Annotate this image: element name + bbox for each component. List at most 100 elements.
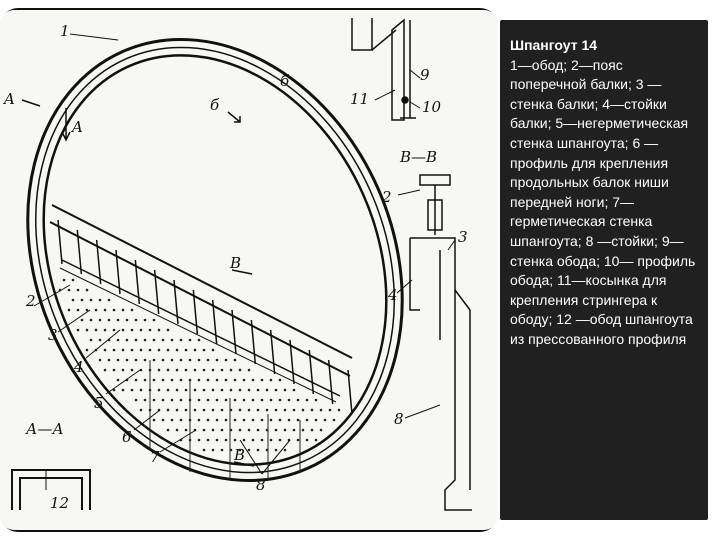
rivet-dot (157, 328, 161, 332)
rivet-dot (256, 448, 260, 452)
rivet-dot (179, 358, 183, 362)
rivet-dot (170, 418, 174, 422)
rivet-dot (139, 348, 143, 352)
rivet-dot (251, 438, 255, 442)
rivet-dot (247, 388, 251, 392)
rivet-dot (319, 408, 323, 412)
rivet-dot (157, 348, 161, 352)
label-9: 9 (420, 66, 430, 84)
rivet-dot (260, 398, 264, 402)
rivet-dot (121, 388, 125, 392)
rivet-dot (139, 388, 143, 392)
beam-post (115, 249, 121, 295)
rivet-dot (211, 408, 215, 412)
rivet-dot (319, 428, 323, 432)
rivet-dot (143, 398, 147, 402)
label-8-right: 8 (394, 410, 404, 428)
rivet-dot (229, 368, 233, 372)
rivet-dot (202, 448, 206, 452)
beam-post (250, 319, 257, 365)
rivet-dot (197, 358, 201, 362)
rivet-dot (242, 398, 246, 402)
rivet-dot (233, 438, 237, 442)
label-2-right: 2 (381, 188, 392, 206)
label-b-right: б (280, 72, 290, 90)
label-3: 3 (48, 326, 58, 344)
rivet-dot (274, 388, 278, 392)
beam-posts (57, 219, 353, 415)
rivet-dot (71, 298, 75, 302)
rivet-dot (184, 428, 188, 432)
caption-text: Шпангоут 14 1—обод; 2—пояс поперечной ба… (510, 36, 702, 350)
caption-title: Шпангоут 14 (510, 37, 598, 53)
rim (26, 37, 404, 483)
label-7: 7 (150, 448, 160, 466)
rivet-dot (305, 398, 309, 402)
rivet-dot (256, 388, 260, 392)
rivet-dot (238, 408, 242, 412)
rivet-dot (161, 418, 165, 422)
rivet-dot (206, 378, 210, 382)
rivet-dot (175, 348, 179, 352)
rivet-dot (166, 328, 170, 332)
label-8: 8 (256, 476, 266, 494)
beam-post (211, 299, 218, 345)
label-b-left: б (210, 96, 220, 114)
rivet-dot (130, 368, 134, 372)
rivet-dot (274, 428, 278, 432)
rivet-dot (98, 338, 102, 342)
rivet-dot (283, 448, 287, 452)
rivet-dot (179, 338, 183, 342)
rivet-dot (193, 368, 197, 372)
rivet-dot (247, 428, 251, 432)
rivet-dot (260, 418, 264, 422)
frame-schematic: 1 2 3 4 5 6 7 8 9 10 11 12 б б A A В В В… (2, 18, 472, 512)
rivet-dot (233, 358, 237, 362)
rivet-dot (274, 408, 278, 412)
rivet-dot (116, 358, 120, 362)
rivet-dot (292, 388, 296, 392)
rivet-dot (107, 298, 111, 302)
rivet-dot (85, 328, 89, 332)
rivet-dot (287, 418, 291, 422)
rivet-dot (305, 438, 309, 442)
rivet-dot (296, 418, 300, 422)
rivet-dot (116, 338, 120, 342)
rivet-dot (202, 428, 206, 432)
rivet-dot (148, 328, 152, 332)
rivet-dot (130, 348, 134, 352)
rivet-dot (233, 418, 237, 422)
cross-beam (49, 204, 353, 403)
rivet-dot (143, 318, 147, 322)
rivet-dot (242, 438, 246, 442)
rivet-dot (152, 338, 156, 342)
rivet-dot (89, 318, 93, 322)
rivet-dot (314, 418, 318, 422)
rivet-dot (130, 388, 134, 392)
label-a-arrow: A (70, 118, 83, 136)
rivet-dot (220, 368, 224, 372)
rivet-dot (332, 418, 336, 422)
rivet-dot (161, 358, 165, 362)
rivet-dot (116, 318, 120, 322)
rivet-dot (193, 408, 197, 412)
rivet-dot (256, 428, 260, 432)
rivet-dot (197, 398, 201, 402)
rivet-dot (206, 358, 210, 362)
label-3-right: 3 (458, 228, 468, 246)
rivet-dot (103, 368, 107, 372)
rivet-dot (134, 398, 138, 402)
rivet-dot (314, 438, 318, 442)
beam-post (347, 369, 353, 415)
rivet-dot (292, 428, 296, 432)
rivet-dot (85, 348, 89, 352)
rivet-dot (184, 408, 188, 412)
rivet-dot (143, 358, 147, 362)
rivet-dot (247, 448, 251, 452)
rivet-dot (112, 348, 116, 352)
rivet-dot (283, 388, 287, 392)
rivet-dot (202, 388, 206, 392)
rivet-dot (161, 398, 165, 402)
rivet-dot (166, 408, 170, 412)
leader-lines (33, 33, 456, 490)
